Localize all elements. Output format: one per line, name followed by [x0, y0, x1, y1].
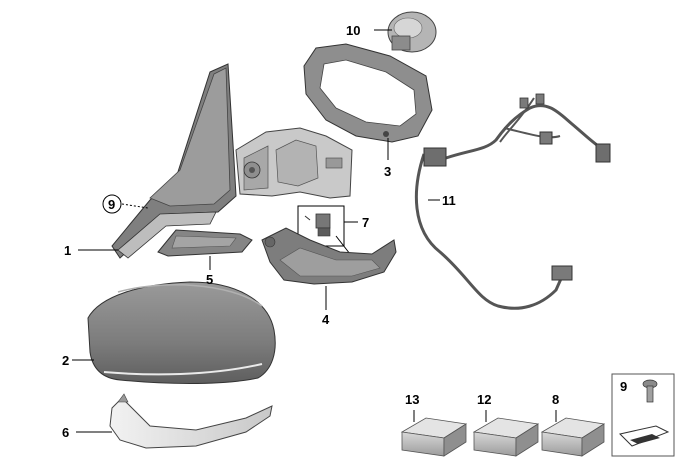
callout-9-circle: 9: [102, 194, 122, 214]
leader-lines: [72, 29, 557, 433]
callout-11: 11: [442, 193, 456, 208]
callout-5: 5: [206, 272, 213, 287]
callout-9-box: 9: [620, 379, 627, 394]
callout-8: 8: [552, 392, 559, 407]
callout-1: 1: [64, 243, 71, 258]
callout-10: 10: [346, 23, 360, 38]
callout-4: 4: [322, 312, 330, 327]
callout-2: 2: [62, 353, 69, 368]
callout-7: 7: [362, 215, 369, 230]
part-indicator-carrier: [261, 227, 397, 285]
part-box-13: [400, 417, 468, 457]
callout-13: 13: [405, 392, 419, 407]
svg-text:9: 9: [108, 197, 115, 212]
part-box-12: [472, 417, 540, 457]
part-motor: [387, 11, 437, 53]
part-turn-signal: [109, 393, 273, 449]
part-mirror-bracket: [235, 127, 353, 199]
part-box-8: [540, 417, 606, 457]
part-mirror-base: [111, 63, 237, 259]
part-wiring-harness: [414, 93, 611, 310]
part-mirror-cap: [87, 281, 276, 384]
part-lower-cover: [157, 229, 253, 257]
screw-detail-panel: [611, 373, 675, 457]
callout-3: 3: [384, 164, 391, 179]
callout-6: 6: [62, 425, 69, 440]
callout-12: 12: [477, 392, 491, 407]
part-mirror-frame: [303, 43, 433, 143]
screw-icon: [642, 379, 658, 403]
